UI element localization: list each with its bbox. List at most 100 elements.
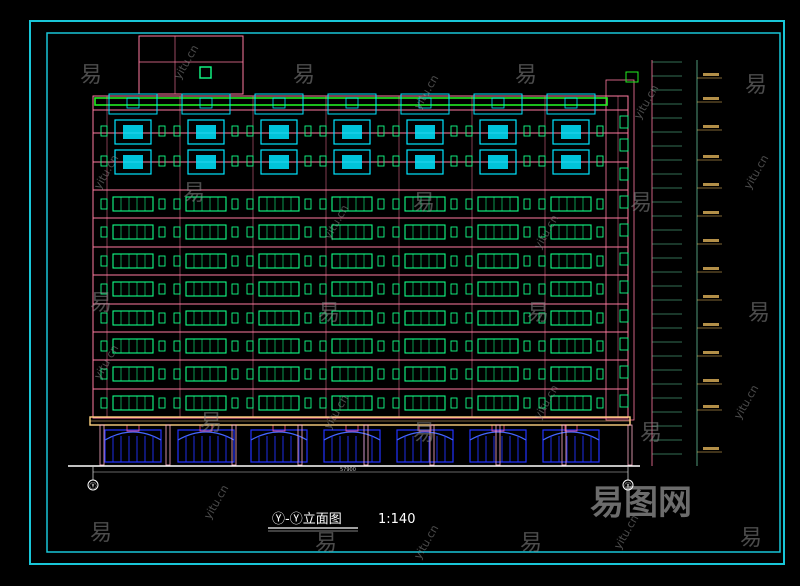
side-window xyxy=(377,340,385,352)
side-window xyxy=(304,397,312,409)
side-window xyxy=(319,155,327,167)
bay-window-glass xyxy=(269,125,289,139)
window xyxy=(477,395,519,411)
side-window xyxy=(158,312,166,324)
drawing-title: Ⓨ-Ⓨ立面图 xyxy=(272,512,342,527)
side-window xyxy=(596,125,604,137)
side-window xyxy=(523,340,531,352)
side-window xyxy=(173,155,181,167)
side-window xyxy=(377,226,385,238)
roof-bay-frame xyxy=(546,93,596,115)
stair-window xyxy=(619,252,629,266)
podium-column xyxy=(561,424,567,466)
side-window xyxy=(377,312,385,324)
window xyxy=(477,310,519,326)
watermark-logo: 易图网 xyxy=(590,483,692,523)
bay-window-glass xyxy=(415,125,435,139)
side-window xyxy=(377,125,385,137)
window xyxy=(477,253,519,269)
bay-window-glass xyxy=(561,125,581,139)
window xyxy=(185,366,227,382)
watermark-char: 易 xyxy=(527,301,549,326)
stair-window xyxy=(619,309,629,323)
window xyxy=(258,338,300,354)
bay-window xyxy=(260,149,298,175)
window xyxy=(112,224,154,240)
level-mark-label xyxy=(703,295,719,298)
window xyxy=(185,224,227,240)
bay-window xyxy=(406,149,444,175)
side-window xyxy=(246,312,254,324)
bay-window-glass xyxy=(196,155,216,169)
side-window xyxy=(392,340,400,352)
roof-bay-vent xyxy=(199,97,213,109)
side-window xyxy=(596,312,604,324)
side-window xyxy=(173,368,181,380)
side-window xyxy=(231,312,239,324)
shopfront-arch xyxy=(469,431,527,441)
shopfront xyxy=(177,429,235,463)
window xyxy=(550,253,592,269)
window xyxy=(112,253,154,269)
side-window xyxy=(523,397,531,409)
side-window xyxy=(450,312,458,324)
level-mark-label xyxy=(703,97,719,100)
side-window xyxy=(319,368,327,380)
side-window xyxy=(319,283,327,295)
window xyxy=(404,196,446,212)
side-window xyxy=(100,226,108,238)
side-window xyxy=(392,397,400,409)
side-window xyxy=(465,155,473,167)
side-window xyxy=(231,255,239,267)
shopfront-arch xyxy=(542,431,600,441)
roof-bay-vent xyxy=(564,97,578,109)
stair-window xyxy=(619,223,629,237)
side-window xyxy=(596,155,604,167)
watermark-char: 易 xyxy=(745,73,767,98)
side-window xyxy=(158,368,166,380)
bay-window xyxy=(114,119,152,145)
podium-column xyxy=(165,424,171,466)
side-window xyxy=(100,368,108,380)
side-window xyxy=(465,198,473,210)
side-window xyxy=(392,125,400,137)
side-window xyxy=(158,198,166,210)
window xyxy=(258,310,300,326)
window xyxy=(477,224,519,240)
side-window xyxy=(450,226,458,238)
bay-window xyxy=(406,119,444,145)
side-window xyxy=(231,368,239,380)
watermark-char: 易 xyxy=(315,531,337,556)
watermark-char: 易 xyxy=(640,421,662,446)
side-window xyxy=(100,255,108,267)
side-window xyxy=(523,255,531,267)
window xyxy=(404,224,446,240)
side-window xyxy=(231,155,239,167)
roof-bay-vent xyxy=(126,97,140,109)
outer-frame xyxy=(29,20,785,565)
window xyxy=(331,338,373,354)
side-window xyxy=(538,125,546,137)
side-window xyxy=(100,312,108,324)
watermark-char: 易 xyxy=(90,291,112,316)
window xyxy=(404,281,446,297)
side-window xyxy=(450,283,458,295)
side-window xyxy=(304,125,312,137)
window xyxy=(185,253,227,269)
bay-window-glass xyxy=(342,155,362,169)
stair-window xyxy=(619,280,629,294)
bay-window xyxy=(333,119,371,145)
stair-window xyxy=(619,337,629,351)
side-window xyxy=(304,368,312,380)
window xyxy=(185,281,227,297)
window xyxy=(404,310,446,326)
stair-window xyxy=(619,115,629,129)
side-window xyxy=(596,340,604,352)
roof-bay-frame xyxy=(108,93,158,115)
grid-axis-label-right: Ⓨ xyxy=(625,482,632,490)
side-window xyxy=(450,340,458,352)
side-window xyxy=(304,155,312,167)
roof-bay-frame xyxy=(473,93,523,115)
level-mark-label xyxy=(703,125,719,128)
side-window xyxy=(596,283,604,295)
